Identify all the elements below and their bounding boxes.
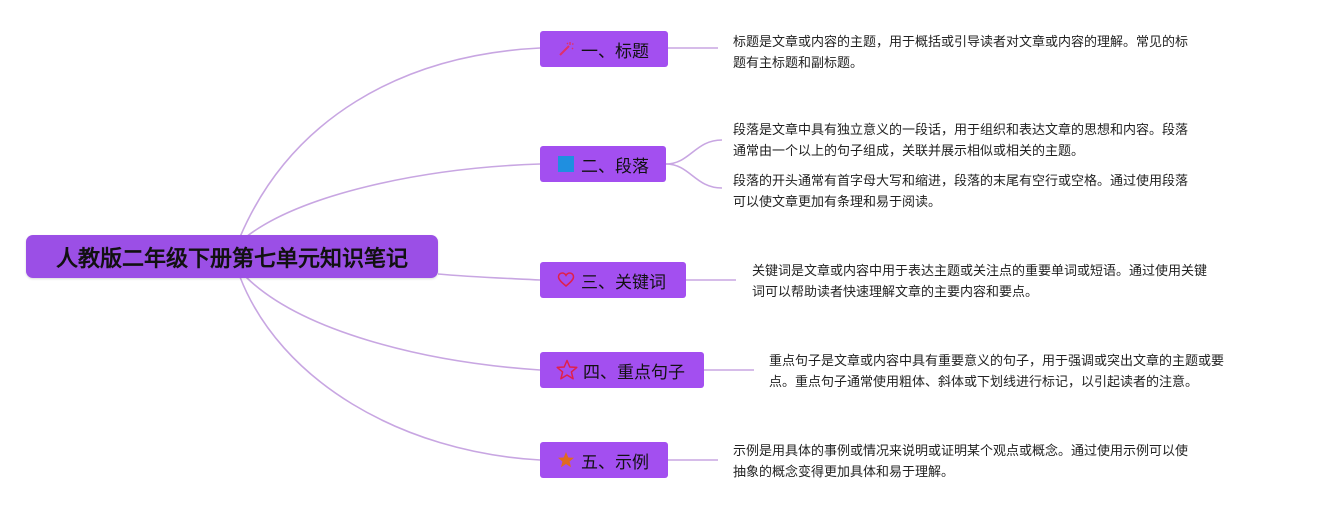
root-topic[interactable]: 人教版二年级下册第七单元知识笔记: [26, 235, 438, 278]
note-title: 标题是文章或内容的主题，用于概括或引导读者对文章或内容的理解。常见的标 题有主标…: [733, 32, 1188, 74]
note-line: 可以使文章更加有条理和易于阅读。: [733, 195, 942, 210]
branch-title[interactable]: 一、标题: [540, 31, 668, 67]
branch-keyword[interactable]: 三、关键词: [540, 262, 686, 298]
branch-example-label: 五、示例: [581, 452, 649, 473]
branch-paragraph-label: 二、段落: [581, 156, 649, 177]
star-outline-icon: [556, 359, 578, 381]
note-paragraph-1: 段落是文章中具有独立意义的一段话，用于组织和表达文章的思想和内容。段落 通常由一…: [733, 120, 1188, 162]
branch-key-sentence-label: 四、重点句子: [583, 362, 685, 383]
note-line: 点。重点句子通常使用粗体、斜体或下划线进行标记，以引起读者的注意。: [769, 375, 1199, 390]
root-topic-label: 人教版二年级下册第七单元知识笔记: [55, 246, 408, 272]
note-line: 标题是文章或内容的主题，用于概括或引导读者对文章或内容的理解。常见的标: [733, 35, 1189, 50]
connector-branch-2-note-1: [665, 139, 723, 165]
note-line: 题有主标题和副标题。: [733, 56, 864, 71]
note-paragraph-2: 段落的开头通常有首字母大写和缩进，段落的末尾有空行或空格。通过使用段落 可以使文…: [733, 171, 1188, 213]
branch-example[interactable]: 五、示例: [540, 442, 668, 478]
connector-branch-2-note-2: [665, 163, 723, 189]
note-line: 词可以帮助读者快速理解文章的主要内容和要点。: [752, 285, 1039, 300]
connector-root-to-branch-4: [245, 276, 541, 371]
note-line: 关键词是文章或内容中用于表达主题或关注点的重要单词或短语。通过使用关键: [752, 264, 1208, 279]
star-filled-icon: [556, 450, 576, 470]
note-key-sentence: 重点句子是文章或内容中具有重要意义的句子，用于强调或突出文章的主题或要 点。重点…: [769, 351, 1224, 393]
note-keyword: 关键词是文章或内容中用于表达主题或关注点的重要单词或短语。通过使用关键 词可以帮…: [752, 261, 1207, 303]
connector-root-to-branch-5: [239, 276, 541, 461]
connector-root-to-branch-3: [437, 273, 541, 281]
blue-square-icon: [556, 154, 576, 174]
note-line: 段落是文章中具有独立意义的一段话，用于组织和表达文章的思想和内容。段落: [733, 123, 1189, 138]
branch-keyword-label: 三、关键词: [581, 272, 666, 293]
note-line: 示例是用具体的事例或情况来说明或证明某个观点或概念。通过使用示例可以使: [733, 444, 1189, 459]
heart-icon: [556, 270, 576, 290]
magic-wand-icon: [556, 39, 576, 59]
note-example: 示例是用具体的事例或情况来说明或证明某个观点或概念。通过使用示例可以使 抽象的概…: [733, 441, 1188, 483]
branch-key-sentence[interactable]: 四、重点句子: [540, 352, 704, 388]
connector-root-to-branch-1: [239, 47, 541, 238]
note-line: 段落的开头通常有首字母大写和缩进，段落的末尾有空行或空格。通过使用段落: [733, 174, 1189, 189]
note-line: 重点句子是文章或内容中具有重要意义的句子，用于强调或突出文章的主题或要: [769, 354, 1225, 369]
branch-title-label: 一、标题: [581, 41, 649, 62]
note-line: 抽象的概念变得更加具体和易于理解。: [733, 465, 955, 480]
note-line: 通常由一个以上的句子组成，关联并展示相似或相关的主题。: [733, 144, 1085, 159]
branch-paragraph[interactable]: 二、段落: [540, 146, 666, 182]
connector-root-to-branch-2: [245, 163, 541, 238]
